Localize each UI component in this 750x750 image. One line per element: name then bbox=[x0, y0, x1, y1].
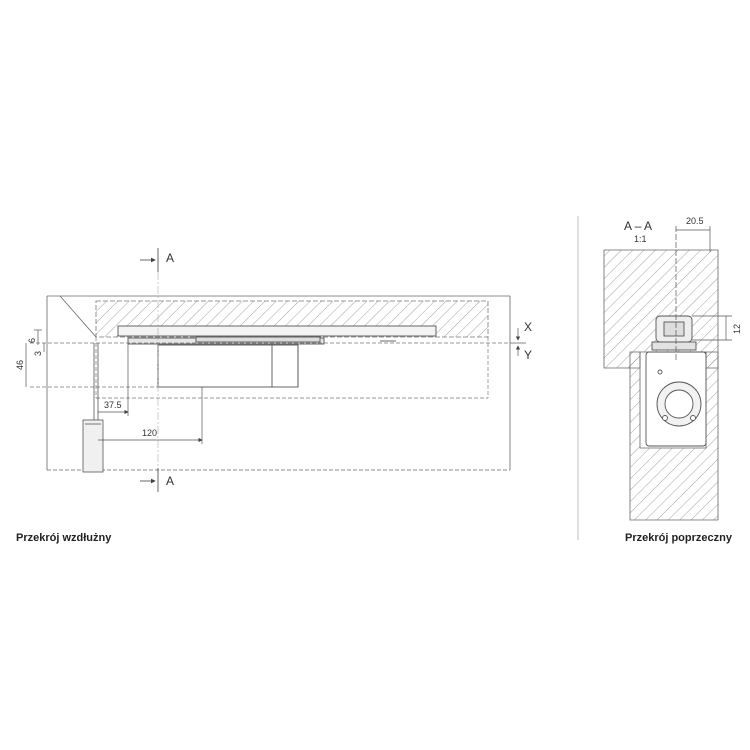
section-label-top: A bbox=[166, 251, 174, 265]
section-label-bottom: A bbox=[166, 474, 174, 488]
axis-label-y: Y bbox=[524, 348, 532, 362]
frame-hatched bbox=[629, 351, 719, 521]
axis-label-x: X bbox=[524, 320, 532, 334]
dim-label-120: 120 bbox=[142, 428, 157, 438]
longitudinal-frame bbox=[46, 295, 511, 471]
section-marker-top bbox=[140, 248, 159, 272]
dim-label-3: 3 bbox=[33, 351, 43, 356]
cross-dimension-lines bbox=[675, 226, 732, 360]
dim-label-20-5: 20.5 bbox=[686, 216, 704, 226]
dim-label-12: 12 bbox=[732, 324, 742, 334]
dim-label-46: 46 bbox=[15, 360, 25, 370]
closer-body bbox=[117, 325, 437, 388]
cross-section-scale: 1:1 bbox=[634, 234, 647, 244]
section-marker-bottom bbox=[140, 468, 159, 492]
dim-label-6: 6 bbox=[27, 338, 37, 343]
closer-profile bbox=[645, 315, 707, 447]
cross-caption: Przekrój poprzeczny bbox=[625, 532, 733, 544]
door-stop bbox=[82, 343, 104, 473]
dim-label-37-5: 37.5 bbox=[104, 400, 122, 410]
longitudinal-caption: Przekrój wzdłużny bbox=[16, 532, 112, 544]
cross-section-title: A – A bbox=[624, 219, 652, 233]
guide-lines bbox=[30, 337, 510, 399]
dimension-lines bbox=[25, 328, 526, 444]
cross-section: A – A 1:1 20.5 12 Przekrój poprzeczny bbox=[603, 216, 742, 544]
longitudinal-section: A A 6 3 46 37.5 120 X Y Przekrój wzdłużn… bbox=[15, 248, 532, 544]
